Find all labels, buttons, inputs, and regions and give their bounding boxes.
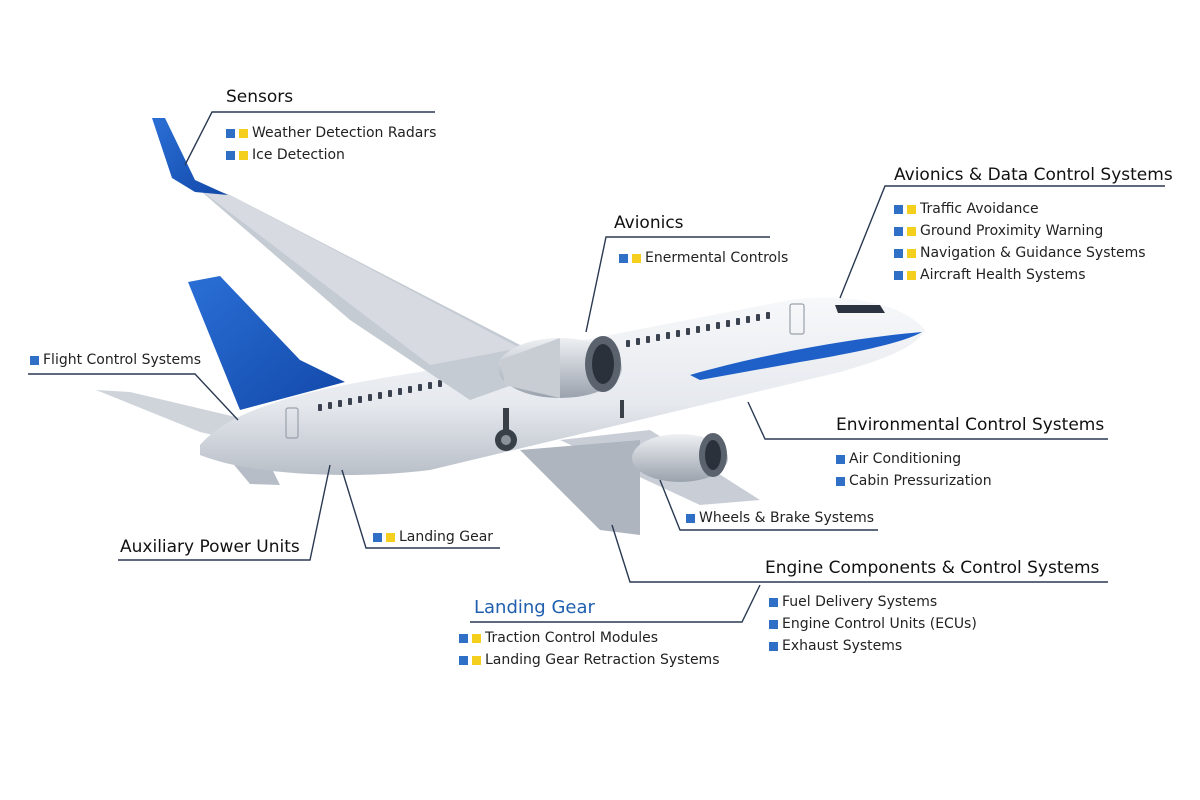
yellow-marker-icon <box>907 226 916 236</box>
list-item: Air Conditioning <box>836 448 1104 470</box>
list-item: Landing Gear Retraction Systems <box>459 649 720 671</box>
cockpit-window <box>835 305 885 313</box>
list-item: Traffic Avoidance <box>894 198 1173 220</box>
near-engine <box>498 336 622 398</box>
yellow-marker-icon <box>632 253 641 263</box>
blue-marker-icon <box>459 633 468 643</box>
callout-environmental-control: Environmental Control Systems Air Condit… <box>836 414 1104 492</box>
callout-sensors: Sensors Weather Detection Radars Ice Det… <box>226 86 436 166</box>
cabin-windows <box>318 312 770 411</box>
far-engine <box>632 433 728 482</box>
blue-marker-icon <box>894 248 903 258</box>
callout-title: Avionics & Data Control Systems <box>894 165 1173 185</box>
callout-apu: Auxiliary Power Units <box>120 536 300 558</box>
callout-engine-components: Engine Components & Control Systems Fuel… <box>765 557 1099 657</box>
list-item: Weather Detection Radars <box>226 122 436 144</box>
blue-marker-icon <box>769 619 778 629</box>
callout-avionics-data-control: Avionics & Data Control Systems Traffic … <box>894 164 1173 286</box>
blue-marker-icon <box>894 204 903 214</box>
rear-door <box>285 407 299 439</box>
callout-avionics: Avionics Enermental Controls <box>614 212 788 269</box>
callout-title: Engine Components & Control Systems <box>765 558 1100 578</box>
blue-marker-icon <box>226 128 235 138</box>
list-item: Enermental Controls <box>619 247 788 269</box>
list-item: Cabin Pressurization <box>836 470 1104 492</box>
yellow-marker-icon <box>907 204 916 214</box>
yellow-marker-icon <box>907 248 916 258</box>
list-item: Navigation & Guidance Systems <box>894 242 1173 264</box>
front-door <box>789 303 805 335</box>
callout-title: Environmental Control Systems <box>836 415 1105 435</box>
callout-title: Avionics <box>614 213 684 233</box>
leader-lines <box>28 111 1165 623</box>
blue-marker-icon <box>836 454 845 464</box>
list-item: Ground Proximity Warning <box>894 220 1173 242</box>
winglet <box>152 118 228 195</box>
blue-marker-icon <box>686 513 695 523</box>
yellow-marker-icon <box>386 532 395 542</box>
list-item: Aircraft Health Systems <box>894 264 1173 286</box>
blue-marker-icon <box>769 641 778 651</box>
callout-wheels-brakes: Wheels & Brake Systems <box>686 510 874 526</box>
blue-marker-icon <box>459 655 468 665</box>
list-item: Traction Control Modules <box>459 627 720 649</box>
yellow-marker-icon <box>907 270 916 280</box>
vertical-stabilizer <box>188 276 345 410</box>
yellow-marker-icon <box>472 655 481 665</box>
blue-marker-icon <box>769 597 778 607</box>
callout-landing-gear-small: Landing Gear <box>373 529 493 545</box>
callout-title: Sensors <box>226 87 294 107</box>
blue-marker-icon <box>836 476 845 486</box>
far-wing-lower <box>520 440 640 535</box>
callout-landing-gear: Landing Gear Traction Control Modules La… <box>459 597 720 671</box>
blue-marker-icon <box>894 226 903 236</box>
list-item: Engine Control Units (ECUs) <box>769 613 1099 635</box>
yellow-marker-icon <box>472 633 481 643</box>
landing-gear <box>495 400 624 451</box>
callout-flight-control: Flight Control Systems <box>30 352 201 368</box>
main-wing-top <box>190 182 520 365</box>
yellow-marker-icon <box>239 150 248 160</box>
yellow-marker-icon <box>239 128 248 138</box>
livery-stripe <box>690 332 922 380</box>
callout-title: Auxiliary Power Units <box>120 537 300 557</box>
callout-title: Landing Gear <box>474 597 595 618</box>
blue-marker-icon <box>619 253 628 263</box>
blue-marker-icon <box>226 150 235 160</box>
horizontal-stabilizer <box>96 390 240 440</box>
blue-marker-icon <box>894 270 903 280</box>
list-item: Ice Detection <box>226 144 436 166</box>
blue-marker-icon <box>373 532 382 542</box>
list-item: Exhaust Systems <box>769 635 1099 657</box>
list-item: Fuel Delivery Systems <box>769 591 1099 613</box>
blue-marker-icon <box>30 355 39 365</box>
